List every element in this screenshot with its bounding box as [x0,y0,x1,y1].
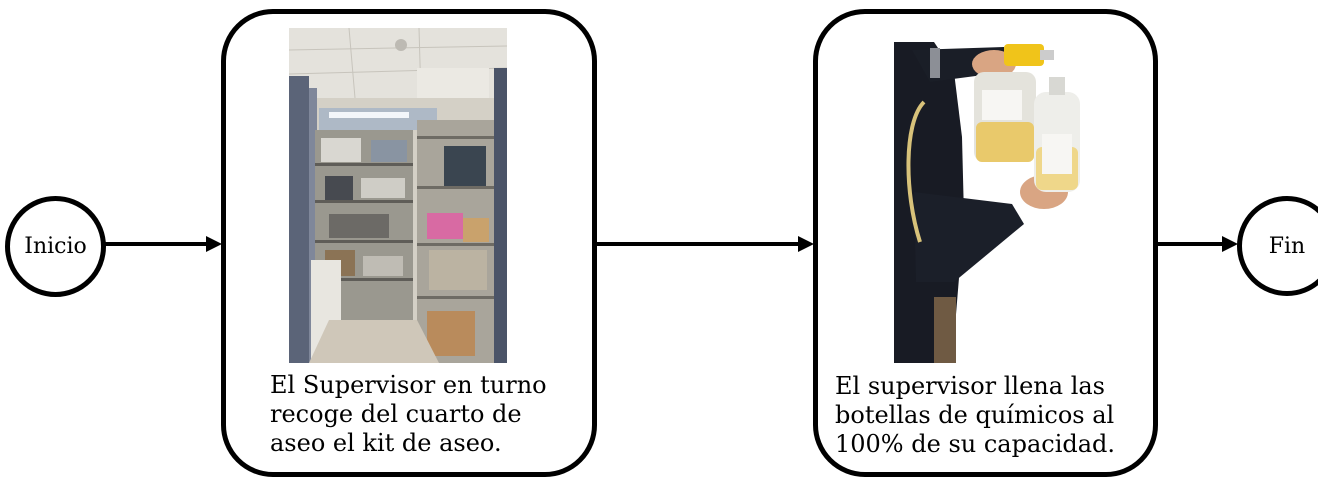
chemical-bottles-photo [894,42,1119,363]
arrow-head-2 [798,236,814,252]
task-collect-kit: El Supervisor en turno recoge del cuarto… [221,9,597,477]
arrow-head-1 [206,236,222,252]
start-event-label: Inicio [24,234,87,259]
task-1-caption: El Supervisor en turno recoge del cuarto… [270,371,547,457]
task-fill-bottles: El supervisor llena las botellas de quím… [813,9,1158,477]
end-event-label: Fin [1268,233,1306,259]
arrow-head-3 [1222,236,1238,252]
start-event: Inicio [5,196,106,297]
task-2-caption: El supervisor llena las botellas de quím… [835,372,1116,458]
end-event: Fin [1237,196,1318,296]
storage-room-photo [289,28,507,363]
